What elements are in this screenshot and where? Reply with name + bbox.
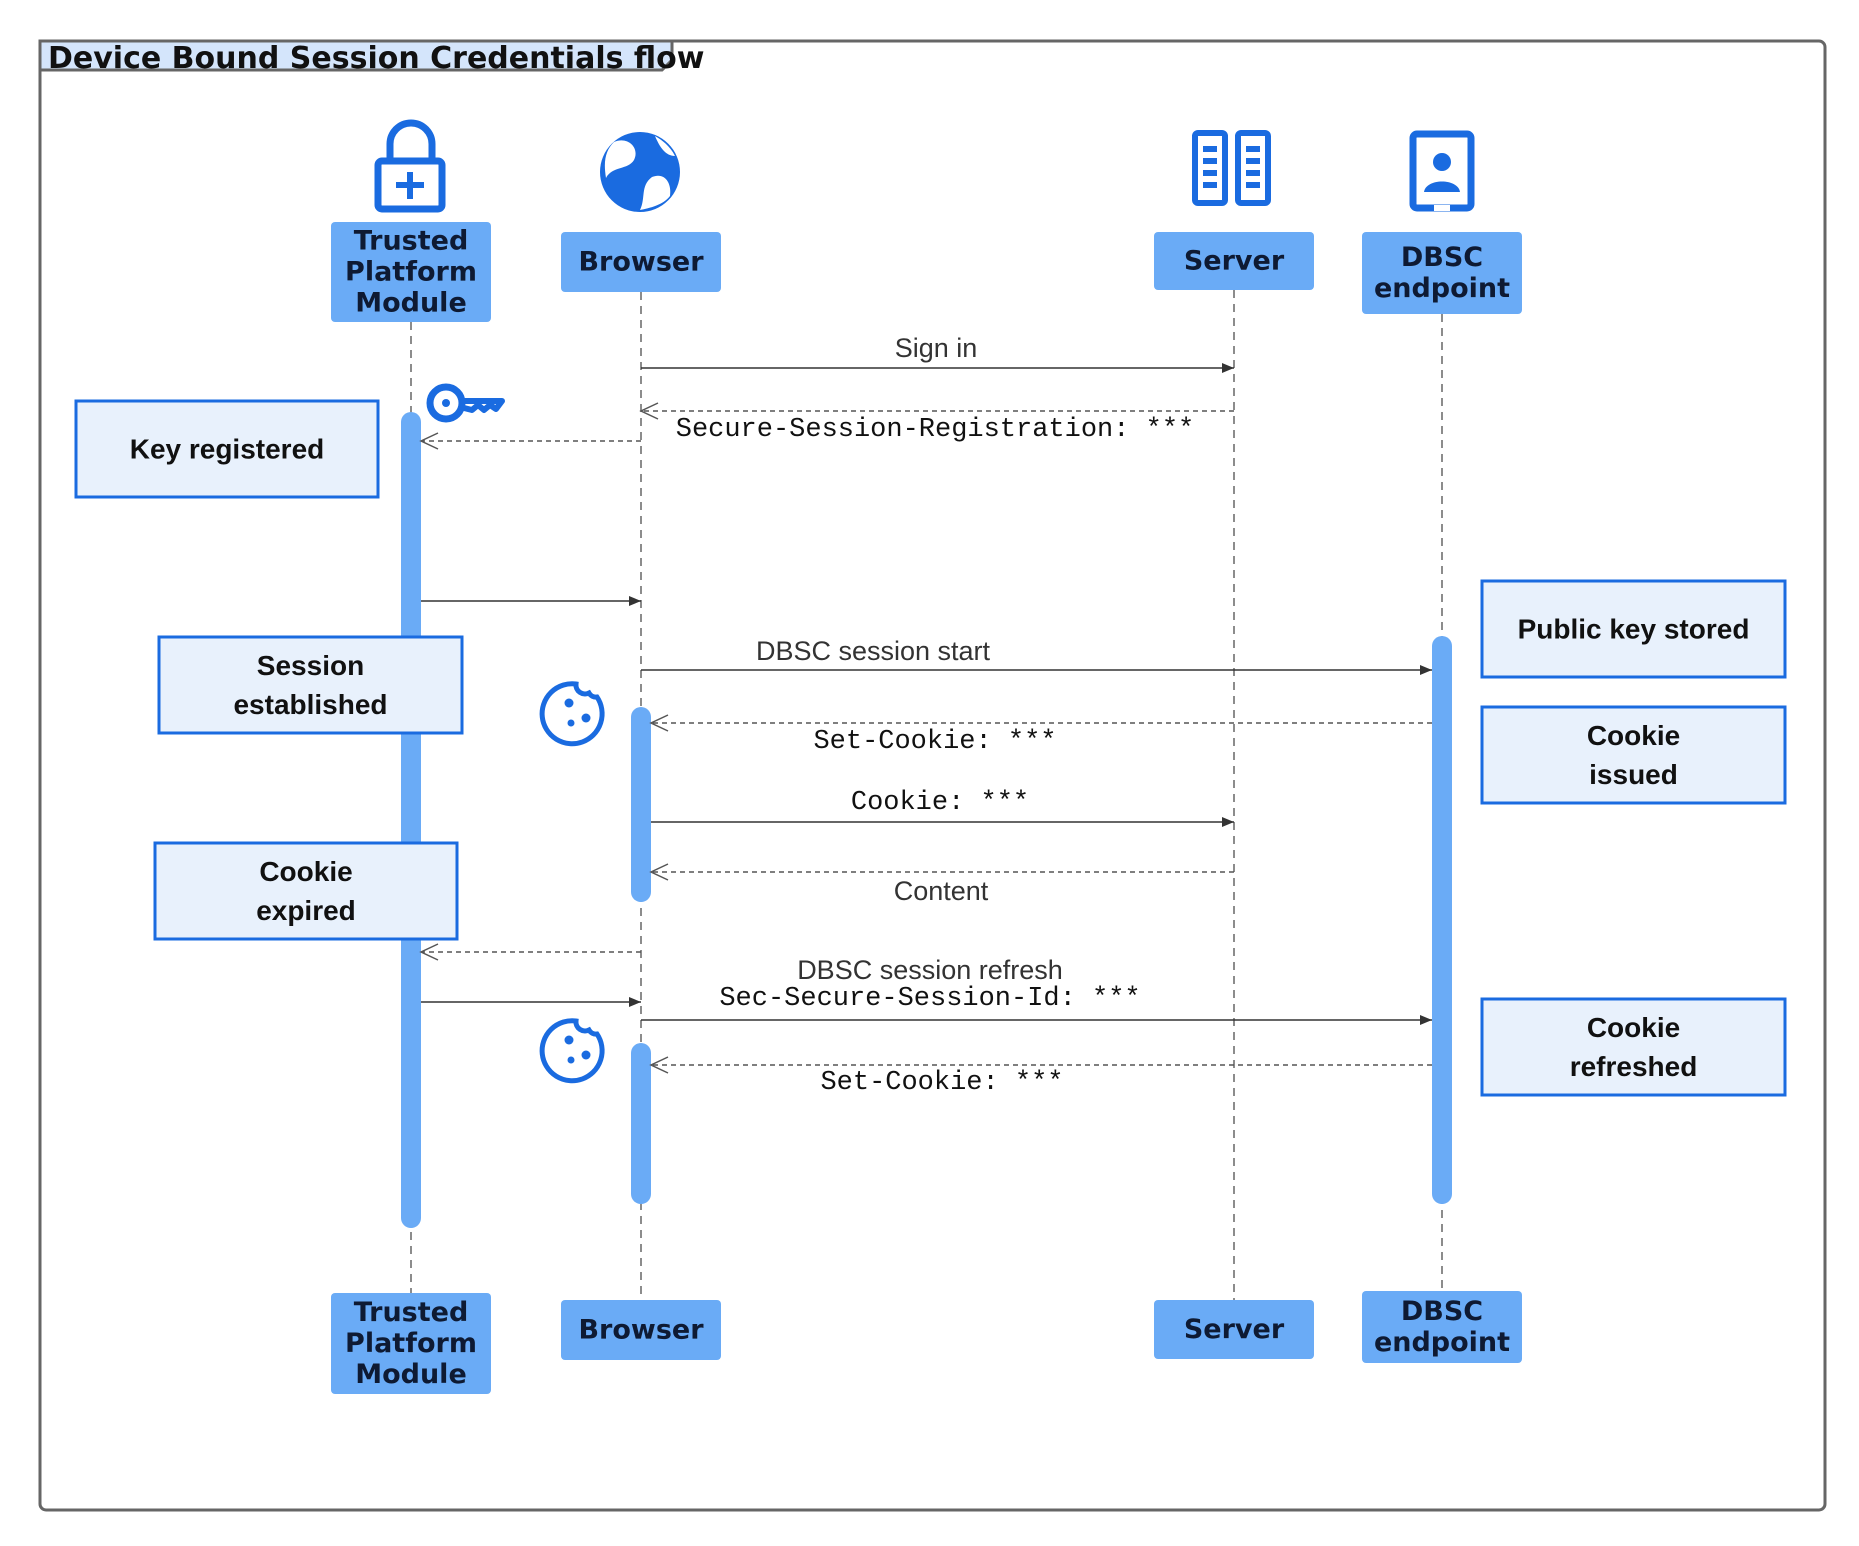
note-label: Public key stored xyxy=(1518,614,1750,645)
participant-label-dbsc: DBSC xyxy=(1401,242,1483,273)
participant-box-dbsc-top xyxy=(1362,232,1522,314)
message-label-1: Sign in xyxy=(895,333,978,363)
message-arrowhead-2 xyxy=(639,402,659,420)
note-label: Session xyxy=(257,650,364,681)
participant-label-server: Server xyxy=(1184,246,1285,277)
participant-label-tpm: Trusted xyxy=(354,1297,469,1328)
diagram-elements: TrustedPlatformModuleTrustedPlatformModu… xyxy=(74,222,1787,1394)
participant-label-tpm: Platform xyxy=(345,1328,477,1359)
diagram-title: Device Bound Session Credentials flow xyxy=(48,41,704,76)
note-label: Cookie xyxy=(259,856,352,887)
message-label-8: Content xyxy=(894,876,989,906)
participant-label-dbsc: DBSC xyxy=(1401,1296,1483,1327)
participant-label-tpm: Trusted xyxy=(354,226,469,257)
note-label: Key registered xyxy=(130,434,325,465)
message-arrowhead-9 xyxy=(419,943,439,961)
message-label-11: Sec-Secure-Session-Id: *** xyxy=(719,984,1140,1014)
activation-dbsc xyxy=(1432,636,1452,1204)
message-arrowhead-6 xyxy=(649,714,669,732)
note-label: refreshed xyxy=(1570,1051,1698,1082)
participant-label-tpm: Module xyxy=(355,1359,467,1390)
participant-label-browser: Browser xyxy=(578,1315,704,1346)
message-arrowhead-3 xyxy=(419,432,439,450)
note-label: issued xyxy=(1589,759,1678,790)
participant-box-tpm-bot xyxy=(331,1293,491,1394)
participant-box-dbsc-bot xyxy=(1362,1291,1522,1363)
participant-label-browser: Browser xyxy=(578,247,704,278)
activation-tpm xyxy=(401,412,421,1228)
message-label-5: DBSC session start xyxy=(756,636,991,666)
participant-box-browser-bot xyxy=(561,1300,721,1360)
frame-title-tab xyxy=(38,39,674,72)
participant-box-tpm-top xyxy=(331,222,491,322)
participant-box-server-bot xyxy=(1154,1300,1314,1359)
key-icon xyxy=(426,383,505,423)
note-box xyxy=(1480,997,1787,1097)
note-label: Cookie xyxy=(1587,720,1680,751)
participant-label-server: Server xyxy=(1184,1314,1285,1345)
activation-browser-1 xyxy=(631,707,651,902)
activation-browser-2 xyxy=(631,1043,651,1204)
message-label-12: Set-Cookie: *** xyxy=(820,1068,1063,1098)
lock-icon xyxy=(374,119,446,213)
note-label: expired xyxy=(256,895,356,926)
note-label: Cookie xyxy=(1587,1012,1680,1043)
globe-icon xyxy=(600,132,680,212)
cookie-icon xyxy=(539,681,605,747)
note-box xyxy=(74,399,380,499)
participant-box-browser-top xyxy=(561,232,721,292)
note-box xyxy=(153,841,459,941)
note-box xyxy=(1480,705,1787,805)
diagram-frame xyxy=(38,39,1827,1512)
participant-label-tpm: Module xyxy=(355,288,467,319)
message-arrowhead-8 xyxy=(649,863,669,881)
participant-label-tpm: Platform xyxy=(345,257,477,288)
badge-icon xyxy=(1409,130,1475,212)
message-label-11: DBSC session refresh xyxy=(797,955,1063,985)
message-label-7: Cookie: *** xyxy=(851,788,1029,818)
participant-box-server-top xyxy=(1154,232,1314,290)
message-arrowhead-12 xyxy=(649,1056,669,1074)
participant-label-dbsc: endpoint xyxy=(1374,1327,1510,1358)
server-icon xyxy=(1192,130,1271,206)
note-label: established xyxy=(233,689,387,720)
message-label-6: Set-Cookie: *** xyxy=(813,727,1056,757)
message-label-2: Secure-Session-Registration: *** xyxy=(676,415,1194,445)
note-box xyxy=(1480,579,1787,679)
participant-label-dbsc: endpoint xyxy=(1374,273,1510,304)
note-box xyxy=(157,635,464,735)
cookie-icon xyxy=(539,1018,605,1084)
